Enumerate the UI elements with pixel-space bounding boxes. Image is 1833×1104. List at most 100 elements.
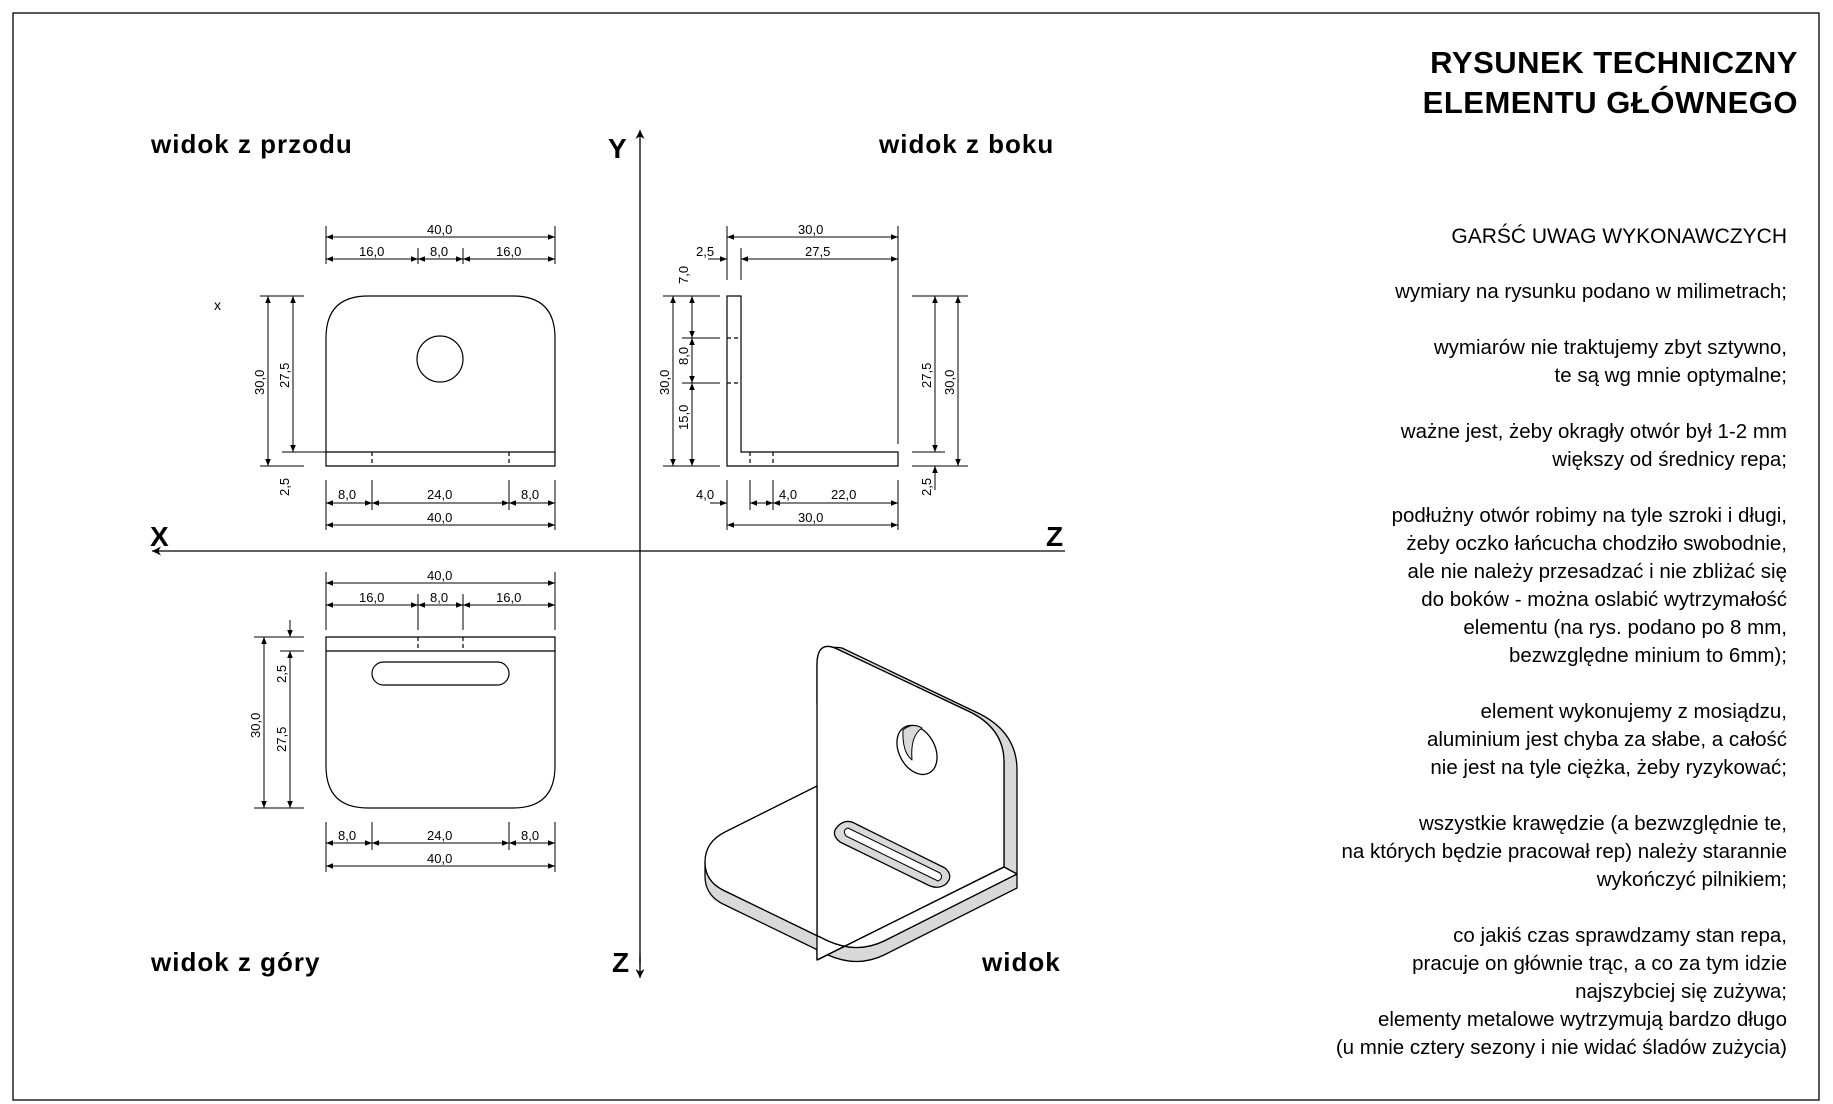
side-view <box>726 295 899 467</box>
axis-label-z-bottom: Z <box>612 947 629 978</box>
note-line: ważne jest, żeby okragły otwór był 1-2 m… <box>1400 420 1787 443</box>
dim-label: 24,0 <box>427 487 452 502</box>
note-line: podłużny otwór robimy na tyle szroki i d… <box>1391 504 1787 527</box>
note-line: ale nie należy przesadzać i nie zbliżać … <box>1407 560 1787 583</box>
note-line: elementu (na rys. podano po 8 mm, <box>1463 616 1787 639</box>
dim-label: 30,0 <box>248 713 263 738</box>
note-line: na których będzie pracował rep) należy s… <box>1341 840 1787 863</box>
title-line-1: RYSUNEK TECHNICZNY <box>1430 45 1798 80</box>
view-label-side: widok z boku <box>879 129 1055 159</box>
view-label-iso: widok <box>982 947 1061 977</box>
dim-label: 2,5 <box>274 665 289 683</box>
axis-label-y: Y <box>608 133 627 164</box>
note-line: pracuje on głównie trąc, a co za tym idz… <box>1412 952 1787 975</box>
dim-label: 8,0 <box>338 487 356 502</box>
note-line: element wykonujemy z mosiądzu, <box>1480 700 1788 723</box>
note-line: do boków - można oslabić wytrzymałość <box>1421 588 1787 611</box>
iso-wall-face <box>816 645 1005 961</box>
dim-label: 8,0 <box>430 590 448 605</box>
dim-label: 8,0 <box>521 828 539 843</box>
axis-label-z-right: Z <box>1046 521 1063 552</box>
top-view-dimensions <box>254 572 556 872</box>
note-line: te są wg mnie optymalne; <box>1554 364 1787 387</box>
note-line: wszystkie krawędzie (a bezwzględnie te, <box>1418 812 1787 835</box>
top-view-dimension-labels: 40,0 16,0 8,0 16,0 30,0 2,5 27,5 8,0 24,… <box>248 568 539 866</box>
dim-label: 40,0 <box>427 510 452 525</box>
isometric-view <box>704 645 1018 963</box>
dim-label: 2,5 <box>919 478 934 496</box>
dim-label: 2,5 <box>696 244 714 259</box>
dim-label: 15,0 <box>676 405 691 430</box>
dim-label: 8,0 <box>430 244 448 259</box>
notes-list: wymiary na rysunku podano w milimetrach;… <box>1230 278 1787 1062</box>
dim-label: 30,0 <box>798 510 823 525</box>
front-view-dimensions <box>260 226 556 530</box>
note-line: co jakiś czas sprawdzamy stan repa, <box>1453 924 1787 947</box>
note-paragraph: wszystkie krawędzie (a bezwzględnie te, … <box>1230 810 1787 894</box>
dim-label: 7,0 <box>676 266 691 284</box>
iso-slot-inner <box>843 827 943 882</box>
sheet-border <box>12 12 1820 1101</box>
dim-label: 2,5 <box>277 478 292 496</box>
note-paragraph: ważne jest, żeby okragły otwór był 1-2 m… <box>1230 418 1787 474</box>
note-line: wykończyć pilnikiem; <box>1596 868 1787 891</box>
front-view-outline <box>325 295 556 467</box>
axis-label-x: X <box>150 521 169 552</box>
note-paragraph: co jakiś czas sprawdzamy stan repa, prac… <box>1230 922 1787 1006</box>
side-view-dimension-labels: 30,0 2,5 27,5 7,0 30,0 8,0 15,0 27,5 30,… <box>657 222 957 525</box>
dim-label: 8,0 <box>521 487 539 502</box>
dim-label: 24,0 <box>427 828 452 843</box>
iso-round-hole-depth <box>902 724 923 761</box>
dim-label: 30,0 <box>798 222 823 237</box>
front-view-dimension-labels: 40,0 16,0 8,0 16,0 30,0 27,5 2,5 8,0 24,… <box>252 222 539 525</box>
dim-label: 27,5 <box>919 363 934 388</box>
note-paragraph: wymiary na rysunku podano w milimetrach; <box>1230 278 1787 306</box>
dim-label: 40,0 <box>427 568 452 583</box>
dim-label: 22,0 <box>831 487 856 502</box>
title-line-2: ELEMENTU GŁÓWNEGO <box>1422 85 1798 120</box>
front-view-round-hole <box>416 335 464 383</box>
dim-label: 16,0 <box>496 590 521 605</box>
dim-label: 16,0 <box>496 244 521 259</box>
note-line: nie jest na tyle ciężka, żeby ryzykować; <box>1430 756 1787 779</box>
iso-base-face <box>704 785 1018 961</box>
note-paragraph: element wykonujemy z mosiądzu, aluminium… <box>1230 698 1787 782</box>
top-view-slot <box>371 661 510 686</box>
note-line: (u mnie cztery sezony i nie widać śladów… <box>1335 1036 1787 1059</box>
dim-label: 16,0 <box>359 590 384 605</box>
note-line: większy od średnicy repa; <box>1552 448 1787 471</box>
iso-inner-corner <box>816 866 1005 961</box>
dim-label: 40,0 <box>427 851 452 866</box>
side-view-outline <box>726 295 899 467</box>
note-line: żeby oczko łańcucha chodziło swobodnie, <box>1406 532 1787 555</box>
dim-label: 30,0 <box>657 370 672 395</box>
note-paragraph: elementy metalowe wytrzymują bardzo dług… <box>1230 1006 1787 1062</box>
dim-label: 30,0 <box>942 370 957 395</box>
axes <box>152 130 1065 978</box>
note-line: najszybciej się zużywa; <box>1575 980 1787 1003</box>
note-line: elementy metalowe wytrzymują bardzo dług… <box>1377 1008 1787 1031</box>
front-view: x <box>214 295 556 467</box>
note-line: wymiary na rysunku podano w milimetrach; <box>1395 280 1787 303</box>
dim-label: 27,5 <box>274 727 289 752</box>
dim-label: 8,0 <box>338 828 356 843</box>
view-label-top: widok z góry <box>151 947 321 977</box>
note-line: bezwzględne minium to 6mm); <box>1509 644 1787 667</box>
view-label-front: widok z przodu <box>151 129 353 159</box>
dim-label: 30,0 <box>252 370 267 395</box>
dim-label: 27,5 <box>805 244 830 259</box>
note-line: wymiarów nie traktujemy zbyt sztywno, <box>1433 336 1787 359</box>
note-paragraph: wymiarów nie traktujemy zbyt sztywno, te… <box>1230 334 1787 390</box>
dim-label: 40,0 <box>427 222 452 237</box>
side-view-dimensions <box>663 226 968 530</box>
drawing-title: RYSUNEK TECHNICZNY ELEMENTU GŁÓWNEGO <box>1290 43 1798 123</box>
top-view <box>325 636 556 809</box>
top-view-outline <box>325 636 556 809</box>
dim-label: 4,0 <box>696 487 714 502</box>
notes-heading: GARŚĆ UWAG WYKONAWCZYCH <box>1451 225 1787 248</box>
note-paragraph: podłużny otwór robimy na tyle szroki i d… <box>1230 502 1787 670</box>
dim-label: 27,5 <box>277 363 292 388</box>
dim-label: 4,0 <box>779 487 797 502</box>
front-view-mark: x <box>214 297 221 313</box>
